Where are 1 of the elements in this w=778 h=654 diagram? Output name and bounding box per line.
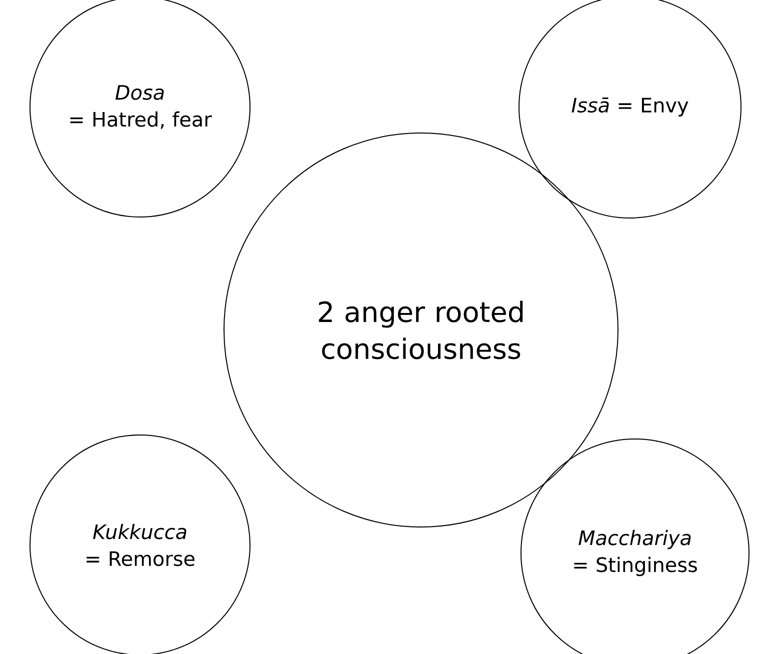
circle-node: 2 anger rooted consciousness <box>224 132 618 528</box>
